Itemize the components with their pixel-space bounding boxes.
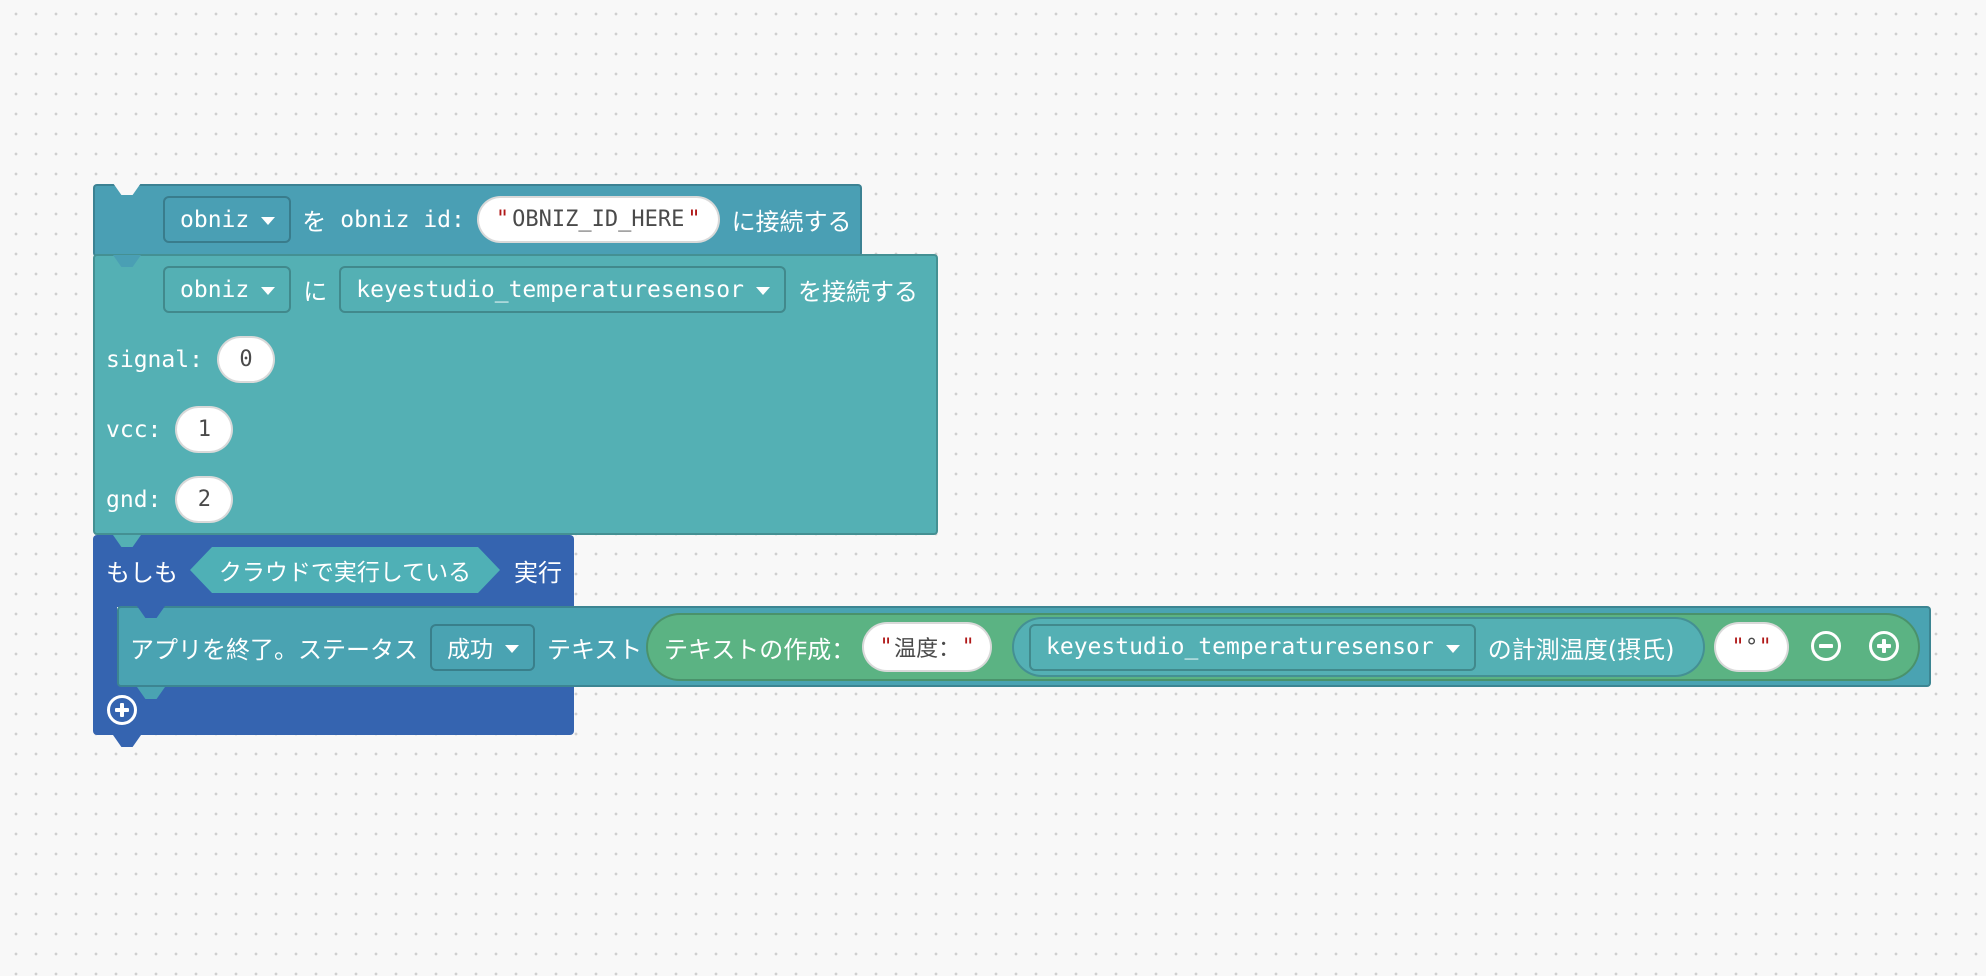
add-item-button[interactable] xyxy=(1869,631,1899,661)
status-dropdown[interactable]: 成功 xyxy=(430,623,535,671)
sensor-temperature-label: の計測温度(摂氏) xyxy=(1487,635,1675,664)
vcc-label: vcc: xyxy=(106,416,162,443)
block-notch xyxy=(137,687,165,699)
sensor-connect-row: obniz に keyestudio_temperaturesensor を接続… xyxy=(163,266,918,313)
block-notch xyxy=(137,606,165,618)
block-notch xyxy=(113,735,141,747)
text-string-1[interactable]: " 温度： " xyxy=(862,622,993,672)
chevron-down-icon xyxy=(261,217,276,225)
quote-mark: " xyxy=(495,207,510,232)
obniz-connect-row: obniz を obniz id: " OBNIZ_ID_HERE " に接続す… xyxy=(163,196,852,243)
text-join-label: テキストの作成： xyxy=(664,635,856,664)
plus-circle-icon xyxy=(1869,631,1899,661)
sensor-dropdown[interactable]: keyestudio_temperaturesensor xyxy=(1029,623,1476,671)
vcc-value: 1 xyxy=(197,417,212,442)
gnd-row: gnd: 2 xyxy=(106,476,234,523)
obniz-id-input[interactable]: " OBNIZ_ID_HERE " xyxy=(476,196,720,243)
do-row: 実行 xyxy=(514,547,562,593)
block-notch xyxy=(113,535,141,547)
text-string-2-value: ° xyxy=(1746,634,1758,660)
label-connect: を接続する xyxy=(797,278,918,306)
text-join-row: テキストの作成： xyxy=(664,622,855,672)
gnd-label: gnd: xyxy=(106,486,162,513)
obniz-dropdown[interactable]: obniz xyxy=(163,196,292,243)
chevron-down-icon xyxy=(505,644,519,653)
signal-row: signal: 0 xyxy=(106,336,275,383)
vcc-input[interactable]: 1 xyxy=(175,406,234,453)
chevron-down-icon xyxy=(261,287,276,295)
cloud-condition-label: クラウドで実行している xyxy=(218,560,472,586)
text-string-1-value: 温度： xyxy=(894,637,961,662)
label-wo: を xyxy=(302,208,327,236)
vcc-row: vcc: 1 xyxy=(106,406,234,453)
minus-circle-icon xyxy=(1811,631,1841,661)
quote-mark: " xyxy=(1760,634,1771,660)
status-dropdown-value: 成功 xyxy=(447,637,493,663)
cloud-condition[interactable]: クラウドで実行している xyxy=(190,547,500,593)
gnd-input[interactable]: 2 xyxy=(175,476,234,523)
quote-mark: " xyxy=(687,207,701,232)
exit-label: アプリを終了。ステータス xyxy=(130,635,418,664)
label-obniz-id: obniz id: xyxy=(340,206,465,233)
obniz-dropdown-value: obniz xyxy=(180,206,250,233)
remove-item-button[interactable] xyxy=(1811,631,1841,661)
if-block-arm xyxy=(93,607,117,683)
label-ni: に xyxy=(303,278,328,306)
label-if: もしも xyxy=(106,558,178,587)
plus-circle-icon xyxy=(107,695,137,725)
signal-label: signal: xyxy=(106,346,203,373)
sensor-dropdown-value: keyestudio_temperaturesensor xyxy=(1046,634,1434,660)
if-row: もしも xyxy=(106,547,178,593)
label-connect: に接続する xyxy=(731,208,852,236)
sensor-type-value: keyestudio_temperaturesensor xyxy=(356,276,744,303)
text-string-2[interactable]: " ° " xyxy=(1714,622,1790,672)
obniz-dropdown[interactable]: obniz xyxy=(163,266,292,313)
block-notch xyxy=(113,255,141,267)
obniz-dropdown-value: obniz xyxy=(180,276,250,303)
sensor-type-dropdown[interactable]: keyestudio_temperaturesensor xyxy=(339,266,786,313)
signal-input[interactable]: 0 xyxy=(216,336,275,383)
label-do: 実行 xyxy=(514,558,562,587)
signal-value: 0 xyxy=(239,347,253,372)
exit-app-row: アプリを終了。ステータス 成功 テキスト xyxy=(130,622,642,672)
chevron-down-icon xyxy=(1445,644,1460,653)
if-block-bottom xyxy=(93,683,574,735)
chevron-down-icon xyxy=(755,287,770,295)
gnd-value: 2 xyxy=(197,487,212,512)
text-label: テキスト xyxy=(547,635,643,664)
quote-mark: " xyxy=(963,634,974,660)
sensor-temperature-row: keyestudio_temperaturesensor の計測温度(摂氏) xyxy=(1029,623,1674,671)
if-add-button[interactable] xyxy=(107,695,137,725)
quote-mark: " xyxy=(881,634,892,660)
block-notch xyxy=(113,183,141,195)
quote-mark: " xyxy=(1733,634,1744,660)
obniz-id-value: OBNIZ_ID_HERE xyxy=(512,207,685,232)
